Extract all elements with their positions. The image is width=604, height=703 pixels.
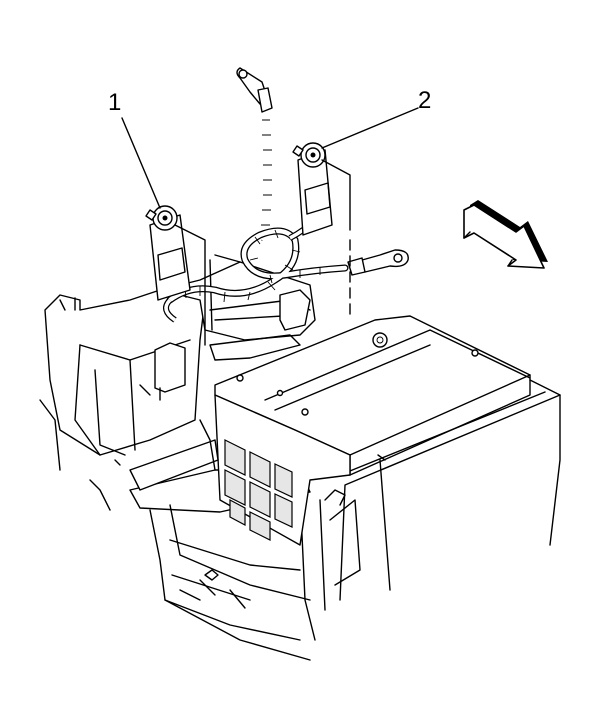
vent-cap — [372, 332, 388, 348]
front-arrow-icon — [463, 200, 548, 269]
vent-hole — [236, 374, 244, 382]
callout-1-label: 1 — [108, 89, 121, 116]
ring-terminal-right — [347, 249, 409, 276]
callout-2-leader — [321, 107, 419, 149]
battery-box-frame — [324, 379, 561, 601]
callout-2: 2 — [321, 87, 431, 149]
vent-hole — [276, 389, 284, 397]
battery-sensor-2 — [292, 142, 351, 321]
battery-sensor-1 — [145, 205, 206, 346]
callout-1-leader — [121, 117, 161, 209]
ring-terminal-top — [236, 67, 273, 113]
left-housing — [39, 284, 219, 511]
callout-2-label: 2 — [418, 87, 431, 114]
callout-1: 1 — [108, 89, 161, 209]
battery — [214, 315, 531, 546]
vent-hole — [301, 408, 309, 416]
vent-hole — [471, 349, 479, 357]
battery-grid — [224, 439, 293, 541]
